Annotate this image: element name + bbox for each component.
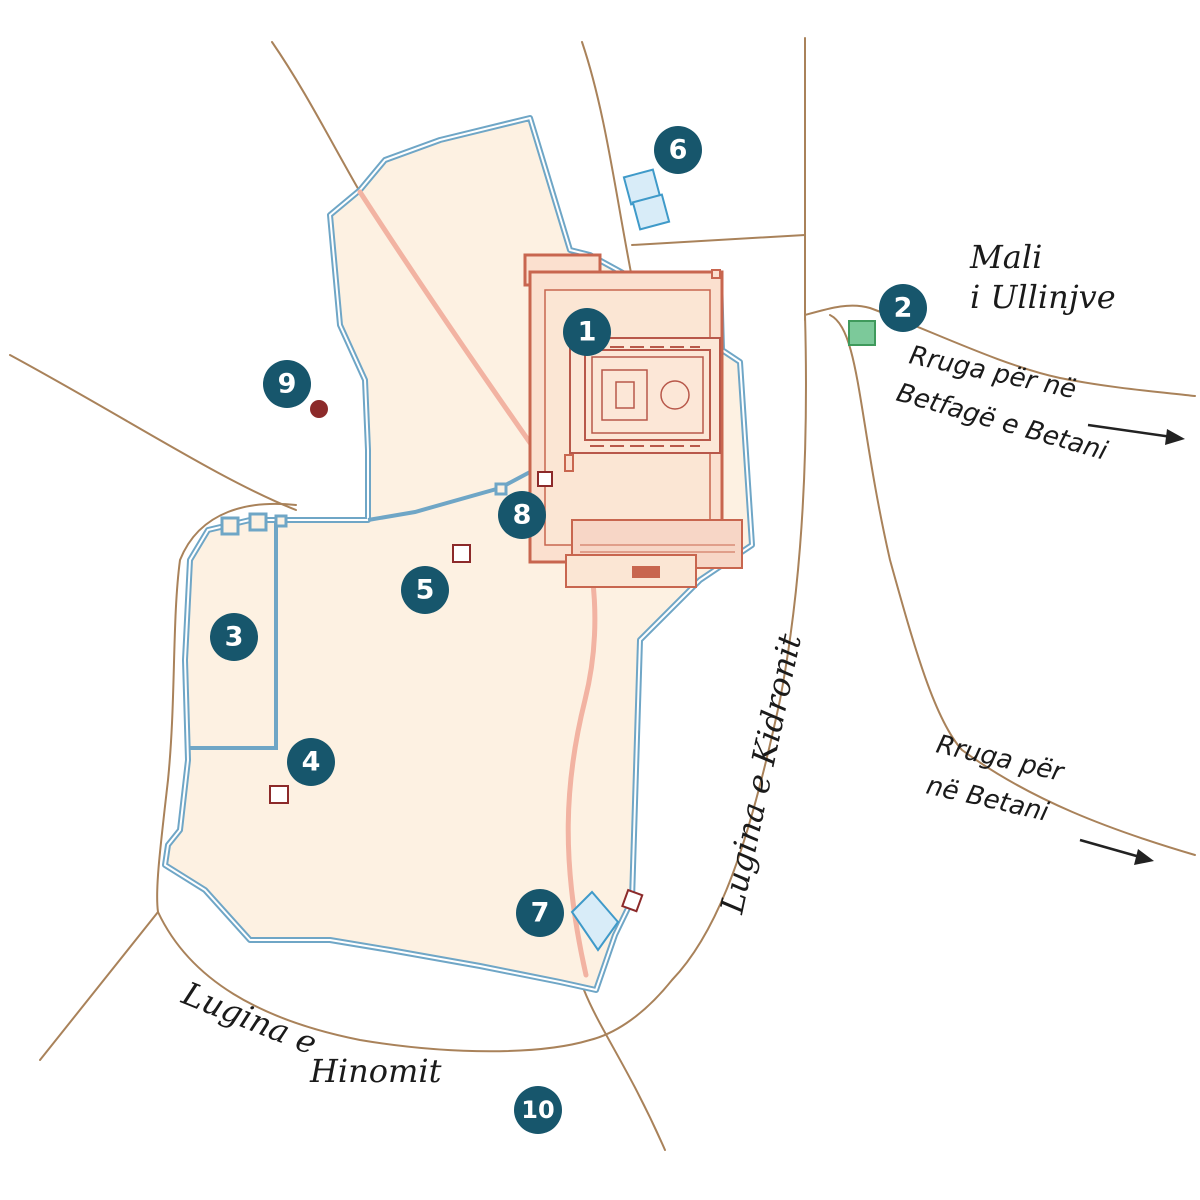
roads — [9, 37, 1196, 1151]
tower-3 — [274, 514, 288, 528]
arrows — [1079, 423, 1185, 865]
marker-7-label: 7 — [531, 898, 550, 929]
tower-ne — [711, 269, 721, 279]
marker-6[interactable]: 6 — [654, 126, 702, 174]
site-7-square — [621, 888, 644, 913]
road-bethany — [829, 314, 1196, 856]
site-4-square — [269, 785, 289, 804]
arrow-bethphage-head — [1165, 429, 1185, 445]
road-south-west — [39, 911, 159, 1061]
marker-10[interactable]: 10 — [514, 1086, 562, 1134]
marker-9[interactable]: 9 — [263, 360, 311, 408]
marker-2[interactable]: 2 — [879, 284, 927, 332]
site-9-dot — [310, 400, 328, 418]
valley-kidron-path — [589, 314, 807, 1041]
road-north-west — [271, 41, 361, 193]
site-squares — [269, 320, 876, 913]
pool-bethesda-south — [631, 193, 671, 231]
road-east-link — [631, 234, 806, 246]
temple-building — [601, 369, 648, 421]
label-hinnom-valley-part2: Hinomit — [309, 1052, 442, 1090]
valley-hinnom-path — [156, 502, 591, 1053]
marker-4-label: 4 — [302, 747, 321, 778]
road-bethphage — [804, 304, 1196, 397]
marker-2-label: 2 — [894, 293, 913, 324]
hulda-gates — [632, 566, 660, 578]
marker-5[interactable]: 5 — [401, 566, 449, 614]
label-mount-olives-2: i Ullinjve — [970, 278, 1116, 316]
tower-w — [564, 454, 574, 472]
tower-1 — [220, 516, 240, 536]
marker-5-label: 5 — [416, 575, 435, 606]
palace-wall — [190, 522, 278, 750]
marker-9-label: 9 — [278, 369, 297, 400]
road-north-center — [581, 41, 633, 279]
altar — [660, 380, 690, 410]
marker-6-label: 6 — [669, 135, 688, 166]
pools — [570, 168, 671, 952]
holy-place — [615, 381, 635, 409]
marker-3[interactable]: 3 — [210, 613, 258, 661]
site-5-square — [452, 544, 471, 563]
marker-1[interactable]: 1 — [563, 308, 611, 356]
marker-1-label: 1 — [578, 317, 597, 348]
road-south — [583, 989, 666, 1151]
label-road-bethphage-2: Betfagë e Betani — [893, 378, 1111, 467]
temple-complex — [523, 253, 743, 588]
marker-4[interactable]: 4 — [287, 738, 335, 786]
sanctuary-inner — [591, 356, 704, 434]
site-8-square — [537, 471, 553, 487]
gate-8 — [494, 482, 508, 496]
marker-10-label: 10 — [521, 1096, 554, 1124]
arrow-bethany-line — [1079, 838, 1141, 859]
site-2-square — [848, 320, 876, 346]
marker-7[interactable]: 7 — [516, 889, 564, 937]
road-west — [9, 354, 297, 511]
sanctuary-wall — [584, 349, 711, 441]
label-hinnom-valley-part1: Lugina e — [176, 974, 322, 1063]
arrow-bethany-head — [1134, 849, 1154, 865]
label-mount-olives-1: Mali — [969, 238, 1042, 276]
numbered-markers: 1 2 3 4 5 6 7 8 9 10 — [210, 126, 927, 1134]
arrow-bethphage-line — [1087, 423, 1173, 439]
pool-siloam — [570, 890, 620, 952]
tower-2 — [248, 512, 268, 532]
southern-steps — [565, 554, 697, 588]
marker-8[interactable]: 8 — [498, 491, 546, 539]
label-kidron-valley: Lugina e Kidronit — [712, 630, 809, 917]
marker-8-label: 8 — [513, 500, 532, 531]
marker-3-label: 3 — [225, 622, 244, 653]
